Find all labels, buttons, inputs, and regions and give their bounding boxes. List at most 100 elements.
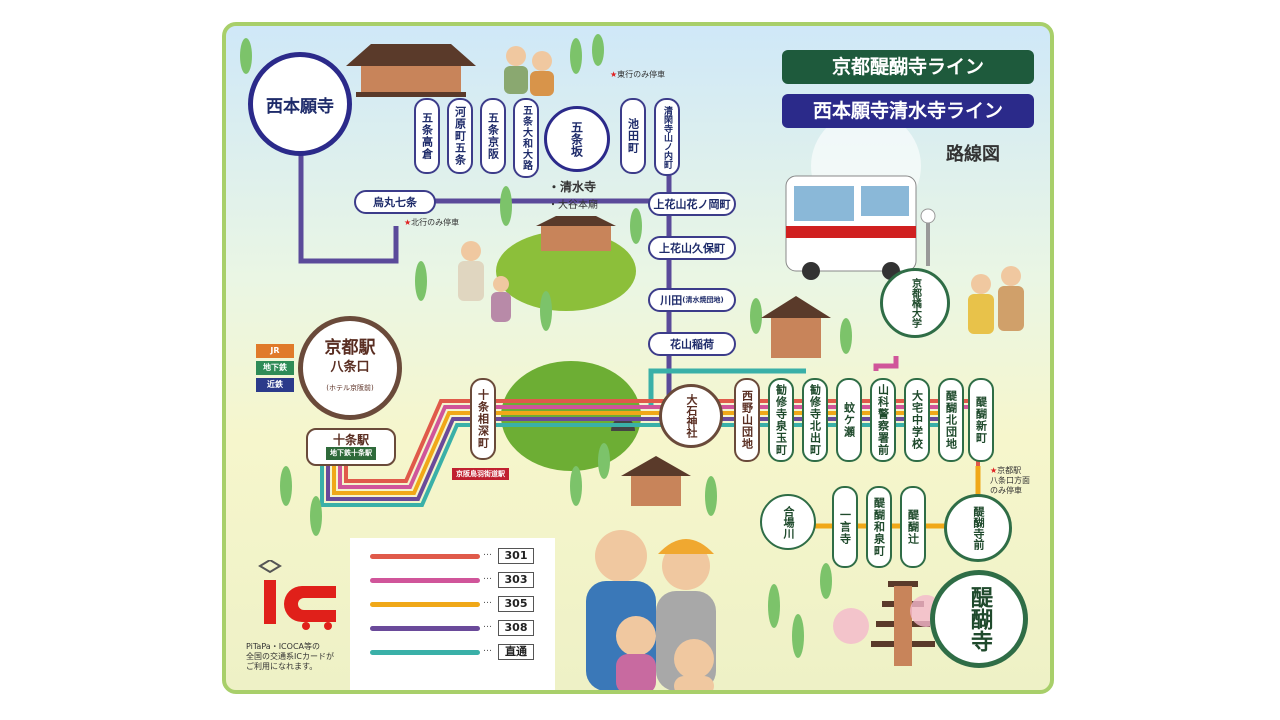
stop-kamikazan-kubo[interactable]: 上花山久保町 xyxy=(648,236,736,260)
stop-label: 合場川 xyxy=(782,505,795,539)
legend-row: … 303 xyxy=(370,572,540,588)
stop-nishino-yama[interactable]: 西野山団地 xyxy=(734,378,760,462)
note-text: 北行のみ停車 xyxy=(411,218,460,227)
legend-dots: … xyxy=(483,596,492,606)
map-subtitle: 路線図 xyxy=(946,144,1000,165)
hub-label: 醍醐寺 xyxy=(967,586,992,652)
stop-kawaramachi-gojo[interactable]: 河原町五条 xyxy=(447,98,473,174)
hub-label: 醍醐寺前 xyxy=(972,506,985,550)
note-text: 東行のみ停車 xyxy=(617,70,666,79)
legend-swatch xyxy=(370,554,480,559)
note-text: 京都駅 xyxy=(997,466,1022,475)
star-mark: ★ xyxy=(990,466,998,475)
stop-aibagawa[interactable]: 合場川 xyxy=(760,494,816,550)
ic-card-logo xyxy=(248,558,338,630)
stop-daigo-wasen[interactable]: 醍醐和泉町 xyxy=(866,486,892,568)
temple-nishihonganji xyxy=(346,44,476,97)
hub-note: (ホテル京阪前) xyxy=(326,384,374,392)
ic-line3: ご利用になれます。 xyxy=(246,662,318,671)
stop-kiyokanji[interactable]: 清閑寺山ノ内町 xyxy=(654,98,680,176)
legend-route: 303 xyxy=(498,572,534,588)
stop-ichigonji[interactable]: 一言寺 xyxy=(832,486,858,568)
stop-kamikazan-hanano[interactable]: 上花山花ノ岡町 xyxy=(648,192,736,216)
stop-kazan-inari[interactable]: 花山稲荷 xyxy=(648,332,736,356)
keihan-toba-label: 京阪鳥羽街道駅 xyxy=(452,468,509,480)
hub-label: 西本願寺 xyxy=(266,96,334,117)
hub-daigojimae[interactable]: 醍醐寺前 xyxy=(944,494,1012,562)
tag-kintetsu: 近鉄 xyxy=(256,378,294,392)
stop-gojo-takakura[interactable]: 五条高倉 xyxy=(414,98,440,174)
stop-daigo-kita[interactable]: 醍醐北団地 xyxy=(938,378,964,462)
legend-dots: … xyxy=(483,548,492,558)
hub-oishi[interactable]: 大石神社 xyxy=(659,384,723,448)
legend-dots: … xyxy=(483,572,492,582)
hub-kyoto-tachibana[interactable]: 京都橘大学 xyxy=(880,268,950,338)
legend-swatch xyxy=(370,626,480,631)
legend-dots: … xyxy=(483,644,492,654)
temple-south xyxy=(621,456,691,506)
temple-east xyxy=(761,296,831,358)
stop-ikedacho[interactable]: 池田町 xyxy=(620,98,646,174)
legend-row: … 308 xyxy=(370,620,540,636)
stop-kanshuji-kita[interactable]: 勧修寺北出町 xyxy=(802,378,828,462)
stop-sublabel: (清水焼団地) xyxy=(682,295,724,304)
legend-route: 305 xyxy=(498,596,534,612)
ic-logo-icon xyxy=(258,558,336,630)
hub-nishihonganji[interactable]: 西本願寺 xyxy=(248,52,352,156)
landmark-kiyomizu: ・清水寺 xyxy=(548,180,597,194)
stop-label: 川田 xyxy=(660,293,683,307)
legend-swatch xyxy=(370,578,480,583)
stop-daigo-tsuji[interactable]: 醍醐辻 xyxy=(900,486,926,568)
legend-swatch xyxy=(370,602,480,607)
temple-kiyomizu xyxy=(536,216,616,251)
note-text: 八条口方面 xyxy=(990,476,1030,485)
legend-row: …301 xyxy=(370,548,540,564)
stop-jujo-station[interactable]: 十条駅 地下鉄十条駅 xyxy=(306,428,396,466)
legend-dots: … xyxy=(483,620,492,630)
note-text: のみ停車 xyxy=(990,486,1022,495)
star-mark: ★ xyxy=(404,218,412,227)
legend-row: … 305 xyxy=(370,596,540,612)
pagoda-daigoji xyxy=(833,581,942,666)
line-303-tachibana xyxy=(873,356,899,371)
hub-daigoji[interactable]: 醍醐寺 xyxy=(930,570,1028,668)
note-north-only: ★北行のみ停車 xyxy=(404,218,464,228)
hub-label: 京都橘大学 xyxy=(909,278,921,328)
stop-daigo-shinmachi[interactable]: 醍醐新町 xyxy=(968,378,994,462)
ic-line1: PiTaPa・ICOCA等の xyxy=(246,642,321,651)
landmark-otani: ・大谷本廟 xyxy=(548,200,598,211)
tunnel-hill xyxy=(501,361,641,471)
stop-karasuma-shichijo[interactable]: 烏丸七条 xyxy=(354,190,436,214)
line-direct xyxy=(648,368,806,406)
legend-route: 308 xyxy=(498,620,534,636)
route-legend: …301 … 303 … 305 … 308 … 直通 xyxy=(350,538,555,690)
stop-jujo-aifuka[interactable]: 十条相深町 xyxy=(470,378,496,460)
legend-swatch xyxy=(370,650,480,655)
legend-route: 直通 xyxy=(498,644,534,660)
stop-gojo-keihan[interactable]: 五条京阪 xyxy=(480,98,506,174)
star-mark: ★ xyxy=(610,70,618,79)
tag-jr: JR xyxy=(256,344,294,358)
people-illustration xyxy=(458,46,1024,690)
hub-kyoto-station[interactable]: 京都駅 八条口 (ホテル京阪前) xyxy=(298,316,402,420)
stop-kagase[interactable]: 蚊ケ瀬 xyxy=(836,378,862,462)
tag-subway: 地下鉄 xyxy=(256,361,294,375)
ic-line2: 全国の交通系ICカードが xyxy=(246,652,334,661)
stop-otaku-chugaku[interactable]: 大宅中学校 xyxy=(904,378,930,462)
line-308-nishihonganji xyxy=(298,144,399,264)
stop-yamashina-keisatsu[interactable]: 山科警察署前 xyxy=(870,378,896,462)
route-map: 京都醍醐寺ライン 西本願寺清水寺ライン 路線図 西本願寺 五条坂 京都駅 八条口… xyxy=(222,22,1054,694)
note-kyoto-only: ★京都駅 八条口方面 のみ停車 xyxy=(990,466,1050,496)
banner-daigoji-line: 京都醍醐寺ライン xyxy=(782,50,1034,84)
hub-label: 大石神社 xyxy=(685,394,698,438)
stop-kanshuji-izumi[interactable]: 勧修寺泉玉町 xyxy=(768,378,794,462)
stop-gojo-yamato[interactable]: 五条大和大路 xyxy=(513,98,539,178)
stop-label: 十条駅 xyxy=(332,433,369,447)
stop-sublabel: 地下鉄十条駅 xyxy=(326,447,376,460)
bus-illustration xyxy=(785,175,936,280)
ic-card-text: PiTaPa・ICOCA等の 全国の交通系ICカードが ご利用になれます。 xyxy=(246,642,356,672)
legend-row: … 直通 xyxy=(370,644,540,660)
hub-label: 五条坂 xyxy=(569,121,584,157)
stop-kawata[interactable]: 川田(清水焼団地) xyxy=(648,288,736,312)
hub-gojozaka[interactable]: 五条坂 xyxy=(544,106,610,172)
